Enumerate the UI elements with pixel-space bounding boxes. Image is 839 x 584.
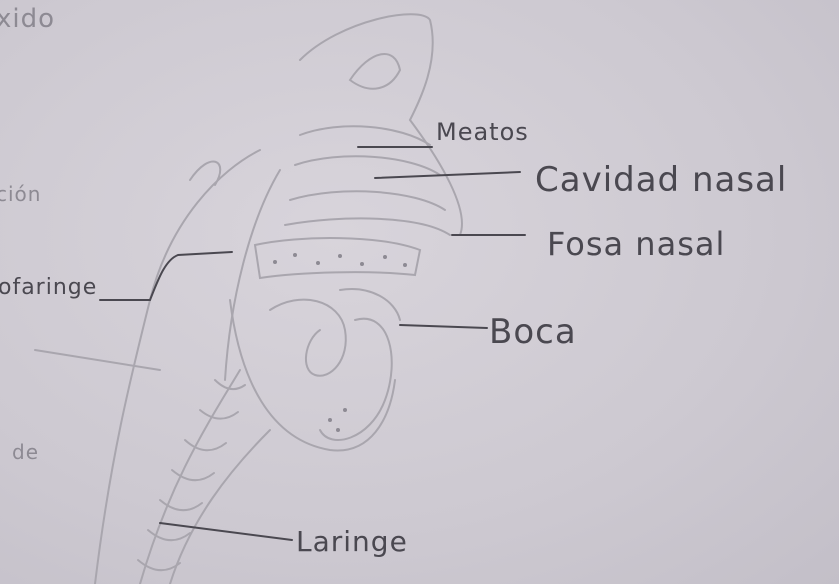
leader-faringe [100,252,232,300]
turbinate-4 [285,218,450,235]
label-bottom-left-partial: de [12,440,39,464]
trachea-front [140,370,240,584]
palate-dots [273,253,407,432]
mouth-floor [230,300,395,450]
pharynx-wall-inner [225,170,280,380]
turbinate-1 [300,126,430,145]
ring-3 [185,440,226,450]
ring-2 [200,410,238,419]
nose-inner [350,54,400,89]
label-left-partial: ción [0,182,41,206]
palate [255,238,420,278]
guide-line-1 [35,350,160,370]
label-cavidad-nasal: Cavidad nasal [535,160,787,200]
leader-laringe [160,523,292,540]
label-fosa-nasal: Fosa nasal [547,225,725,263]
turbinate-3 [290,191,445,210]
label-boca: Boca [489,312,577,352]
label-laringe: Laringe [296,525,408,558]
pharynx-wall [95,150,260,584]
trachea-back [170,430,270,584]
leader-boca [400,325,487,328]
label-faringe: ofaringe [0,275,97,300]
tongue [270,300,346,376]
label-top-partial: xido [0,4,55,34]
lip-area [340,289,400,320]
label-meatos: Meatos [436,118,529,146]
turbinate-2 [295,156,440,175]
